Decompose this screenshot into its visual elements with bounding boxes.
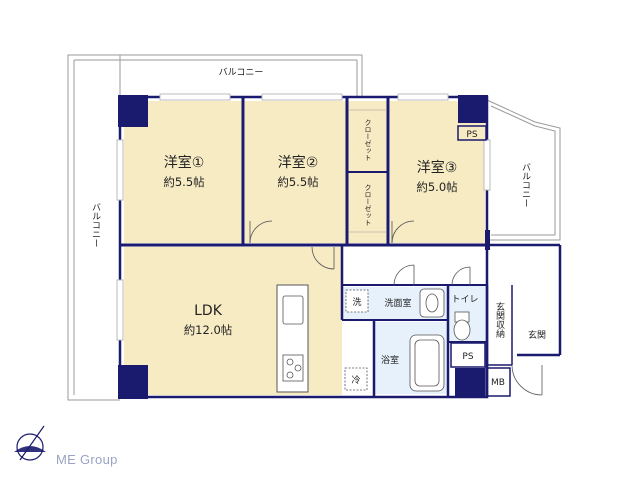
balcony-right-label: バルコニー — [520, 162, 531, 207]
windows — [116, 93, 491, 341]
room-ldk-name: LDK — [194, 303, 223, 319]
room-ldk-size: 約12.0帖 — [184, 323, 233, 337]
closet-lower-label: クローゼット — [364, 184, 372, 226]
entrance-storage-label: 玄関収納 — [494, 301, 505, 339]
room-western1-name: 洋室① — [164, 154, 205, 171]
bathroom-fixtures — [345, 288, 471, 392]
compass-logo-icon — [14, 425, 46, 461]
closet-upper-label: クローゼット — [364, 119, 372, 161]
balcony-outline — [67, 54, 561, 401]
washroom-label: 洗面室 — [384, 297, 411, 309]
room-western3-name: 洋室③ — [417, 159, 458, 176]
toilet-label: トイレ — [451, 295, 478, 305]
mb-label: MB — [491, 378, 505, 388]
door-swings — [249, 220, 543, 396]
room-western2-size: 約5.5帖 — [277, 175, 318, 189]
room-western3-size: 約5.0帖 — [416, 180, 457, 194]
balcony-top-label: バルコニー — [219, 67, 264, 78]
fridge-label: 冷 — [351, 374, 360, 386]
ps-label-top: PS — [466, 130, 477, 140]
room-western1-size: 約5.5帖 — [163, 175, 204, 189]
kitchen-counter — [276, 284, 309, 393]
bathroom-label: 浴室 — [381, 354, 399, 366]
fridge-space — [344, 367, 368, 391]
utility-boxes — [450, 125, 511, 397]
room-western2-name: 洋室② — [278, 154, 319, 171]
balcony-left-label: バルコニー — [90, 202, 101, 247]
washer-label: 洗 — [352, 296, 361, 308]
closet-markers — [349, 109, 387, 233]
company-logo-text: ME Group — [56, 452, 118, 467]
ps-label-bottom: PS — [462, 352, 473, 362]
entrance-label: 玄関 — [528, 329, 546, 341]
pillars — [118, 95, 490, 399]
